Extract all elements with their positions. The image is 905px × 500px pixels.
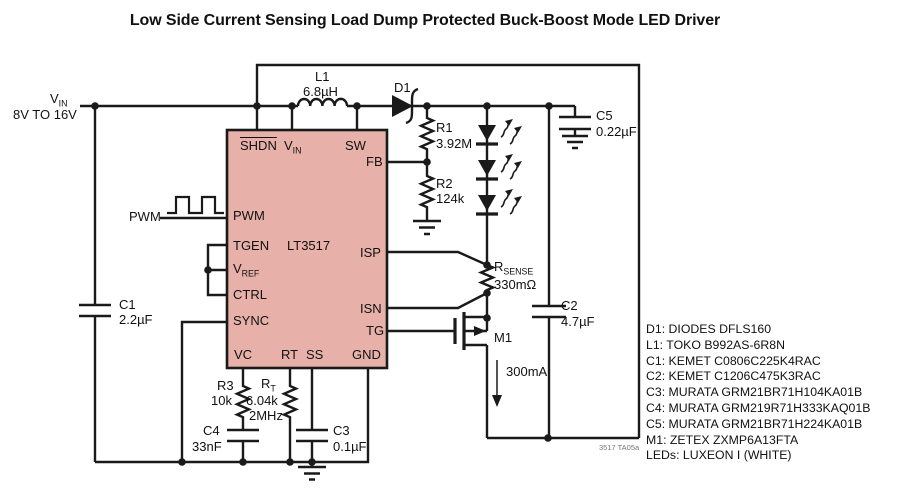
led-current-label: 300mA: [506, 364, 548, 379]
c5-value-label: 0.22µF: [596, 124, 637, 139]
pin-tg-label: TG: [366, 323, 385, 338]
bom-line: C2: KEMET C1206C475K3RAC: [646, 369, 821, 384]
ic-part-number: LT3517: [287, 238, 331, 253]
r1-value-label: 3.92M: [436, 136, 473, 151]
pin-sw-label: SW: [345, 138, 366, 153]
led-string: [476, 106, 523, 265]
sync-wire: [180, 320, 227, 462]
component-list: D1: DIODES DFLS160 L1: TOKO B992AS-6R8N …: [646, 322, 870, 464]
rsense-ref-label: RSENSE: [494, 259, 534, 277]
r3-value-label: 10k: [211, 393, 232, 408]
rt-freq-label: 2MHz: [249, 408, 283, 423]
pin-ss-label: SS: [306, 347, 324, 362]
isp-wire: [387, 250, 488, 267]
resistor-r3-symbol: [233, 368, 253, 430]
page-title: Low Side Current Sensing Load Dump Prote…: [129, 12, 721, 29]
capacitor-c3-symbol: [296, 368, 328, 462]
resistor-r2-symbol: [417, 162, 437, 221]
pin-vref-label: VREF: [233, 261, 260, 279]
capacitor-c4-symbol: [227, 428, 259, 462]
c2-ref-label: C2: [561, 298, 578, 313]
c4-value-label: 33nF: [192, 439, 222, 454]
bom-line: LEDs: LUXEON I (WHITE): [646, 448, 792, 463]
r2-value-label: 124k: [436, 191, 465, 206]
schottky-diode-d1-symbol: [392, 87, 419, 125]
figure-number: 3517 TA05a: [599, 443, 640, 452]
ground-icon: [562, 134, 588, 150]
pin-rt-label: RT: [281, 347, 299, 362]
m1-ref-label: M1: [494, 330, 513, 345]
vin-input-label: VIN: [50, 91, 68, 109]
capacitor-c5-symbol: [559, 106, 591, 136]
c1-value-label: 2.2µF: [119, 312, 153, 327]
c5-ref-label: C5: [596, 108, 613, 123]
pin-vc-label: VC: [234, 347, 253, 362]
pwm-waveform-icon: [167, 195, 224, 215]
c4-ref-label: C4: [203, 423, 220, 438]
led1-symbol: [476, 118, 523, 146]
c3-ref-label: C3: [333, 423, 350, 438]
current-arrow-icon: [492, 360, 502, 407]
isn-wire: [387, 291, 488, 310]
rt-value-label: 6.04k: [246, 393, 278, 408]
pin-pwm-label: PWM: [233, 208, 265, 223]
pin-ctrl-label: CTRL: [233, 287, 267, 302]
c3-value-label: 0.1µF: [333, 439, 367, 454]
bom-line: L1: TOKO B992AS-6R8N: [646, 337, 785, 352]
pin-tgen-label: TGEN: [233, 238, 270, 253]
r3-ref-label: R3: [217, 378, 234, 393]
rsense-resistor-symbol: [477, 263, 497, 293]
d1-ref-label: D1: [394, 80, 411, 95]
pin-isp-label: ISP: [360, 245, 381, 260]
inductor-l1-symbol: [296, 97, 349, 107]
bom-line: C4: MURATA GRM219R71H333KAQ01B: [646, 400, 871, 415]
pwm-input-label: PWM: [129, 209, 161, 224]
r2-ref-label: R2: [436, 176, 453, 191]
rt-ref-label: RT: [261, 376, 276, 394]
bom-line: C3: MURATA GRM21BR71H104KA01B: [646, 385, 863, 400]
bom-line: D1: DIODES DFLS160: [646, 322, 772, 336]
led2-symbol: [476, 153, 523, 181]
pin-fb-label: FB: [366, 154, 383, 169]
c2-value-label: 4.7µF: [561, 314, 595, 329]
ic-body: [225, 128, 389, 370]
ic-pin-stub-wires: [290, 106, 359, 130]
capacitor-c1-symbol: [79, 106, 111, 462]
ground-rail-wire: [95, 368, 370, 464]
pin-shdn-label: SHDN: [240, 138, 277, 153]
capacitor-c2-symbol: [532, 106, 566, 438]
pin-gnd-label: GND: [352, 347, 381, 362]
junction-dots: [91, 102, 553, 466]
pin-isn-label: ISN: [360, 301, 382, 316]
l1-value-label: 6.8µH: [303, 84, 338, 99]
pin-sync-label: SYNC: [233, 313, 270, 328]
bom-line: C1: KEMET C0806C225K4RAC: [646, 353, 821, 368]
bom-line: M1: ZETEX ZXMP6A13FTA: [646, 432, 799, 447]
resistor-r1-symbol: [417, 106, 437, 162]
resistor-rt-symbol: [280, 368, 300, 462]
c1-ref-label: C1: [119, 297, 136, 312]
pin-vin-label: VIN: [284, 138, 302, 156]
rsense-value-label: 330mΩ: [494, 277, 537, 292]
r1-ref-label: R1: [436, 120, 453, 135]
mosfet-m1-symbol: [387, 293, 489, 438]
vin-loop-return-wire: [255, 63, 641, 438]
l1-ref-label: L1: [315, 69, 330, 84]
led3-symbol: [476, 188, 523, 216]
ground-icon: [413, 219, 441, 236]
bom-line: C5: MURATA GRM21BR71H224KA01B: [646, 416, 863, 431]
vin-range-label: 8V TO 16V: [13, 107, 77, 122]
